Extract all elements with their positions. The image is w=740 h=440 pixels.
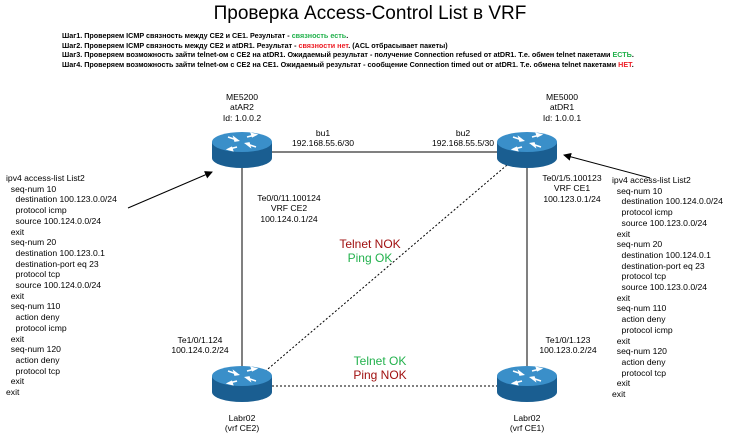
interface-name: Te0/1/5.100123 (542, 173, 602, 183)
step-2: Шаг2. Проверяем ICMP связность между CE2… (62, 40, 448, 50)
step-1: Шаг1. Проверяем ICMP связность между CE2… (62, 31, 349, 40)
acl-left: ipv4 access-list List2 seq-num 10 destin… (6, 173, 117, 398)
result-bottom: Telnet OK Ping NOK (340, 354, 420, 382)
interface-ip: 192.168.55.5/30 (431, 138, 495, 149)
interface-name: bu1 (315, 128, 331, 138)
step-3: Шаг3. Проверяем возможность зайти telnet… (62, 50, 634, 60)
router-icon-labr-ce2[interactable] (211, 365, 273, 403)
router-label-atar2: ME5200 atAR2 Id: 1.0.0.2 (182, 92, 302, 123)
link-label-te-ce1: Te1/0/1.123 100.123.0.2/24 (530, 335, 606, 356)
router-hostname: atAR2 (230, 102, 254, 113)
link-label-te-atdr1: Te0/1/5.100123 VRF CE1 100.123.0.1/24 (527, 173, 617, 204)
step-4: Шаг4. Проверяем возможность зайти telnet… (62, 59, 634, 69)
router-icon-labr-ce1[interactable] (496, 365, 558, 403)
router-model: ME5000 (545, 92, 578, 102)
router-hostname: Labr02 (513, 413, 541, 423)
router-vrf: (vrf CE2) (224, 423, 260, 434)
router-id: Id: 1.0.0.2 (222, 112, 262, 123)
interface-ip: 100.123.0.2/24 (539, 345, 597, 356)
link-label-te-ce2: Te1/0/1.124 100.124.0.2/24 (162, 335, 238, 356)
result-ping-ok: Ping OK (347, 250, 393, 265)
result-diagonal: Telnet NOK Ping OK (330, 237, 410, 265)
router-label-atdr1: ME5000 atDR1 Id: 1.0.0.1 (502, 92, 622, 123)
router-hostname: Labr02 (228, 413, 256, 423)
interface-name: Te0/0/11.100124 (257, 193, 321, 203)
acl-right: ipv4 access-list List2 seq-num 10 destin… (612, 175, 723, 400)
interface-ip: 100.124.0.1/24 (260, 213, 318, 224)
link-label-bu1: bu1 192.168.55.6/30 (278, 128, 368, 149)
router-model: ME5200 (225, 92, 258, 102)
result-telnet-nok: Telnet NOK (339, 237, 401, 251)
interface-vrf: VRF CE2 (270, 203, 308, 214)
interface-vrf: VRF CE1 (553, 183, 591, 194)
link-ce2-atdr1-test (261, 164, 508, 375)
router-icon-atar2[interactable] (211, 131, 273, 169)
router-label-labr-ce2: Labr02 (vrf CE2) (202, 413, 282, 434)
result-ping-nok: Ping NOK (353, 367, 407, 382)
result-telnet-ok: Telnet OK (353, 354, 407, 368)
link-label-te-atar2: Te0/0/11.100124 VRF CE2 100.124.0.1/24 (242, 193, 336, 224)
interface-ip: 100.124.0.2/24 (171, 345, 229, 356)
router-hostname: atDR1 (549, 102, 575, 113)
acl-left-arrow (127, 171, 213, 209)
interface-ip: 100.123.0.1/24 (543, 193, 601, 204)
acl-right-arrow (563, 152, 651, 179)
interface-name: bu2 (455, 128, 471, 138)
interface-ip: 192.168.55.6/30 (291, 138, 355, 149)
steps-list: Шаг1. Проверяем ICMP связность между CE2… (62, 31, 634, 69)
link-label-bu2: bu2 192.168.55.5/30 (418, 128, 508, 149)
router-label-labr-ce1: Labr02 (vrf CE1) (487, 413, 567, 434)
interface-name: Te1/0/1.123 (545, 335, 591, 345)
interface-name: Te1/0/1.124 (177, 335, 223, 345)
router-id: Id: 1.0.0.1 (542, 112, 582, 123)
router-vrf: (vrf CE1) (509, 423, 545, 434)
page-title: Проверка Access-Control List в VRF (213, 3, 527, 24)
